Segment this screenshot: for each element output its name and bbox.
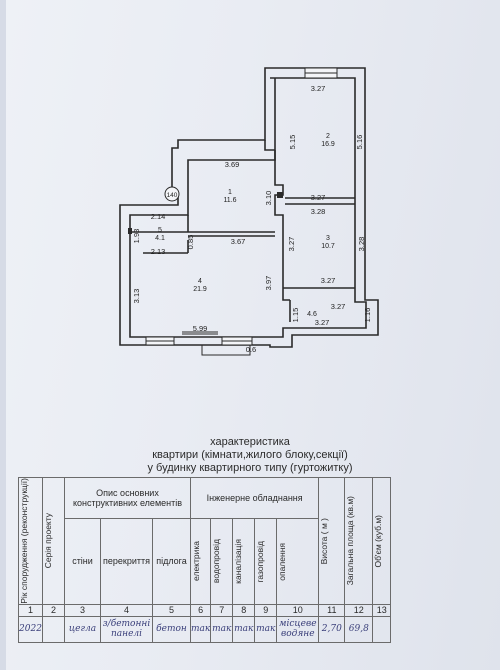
header-gas: газопровід (255, 540, 266, 583)
caption-line-1: характеристика (210, 436, 290, 448)
col-num: 10 (276, 603, 320, 617)
header-ceiling: перекриття (100, 518, 153, 605)
cell-total-area: 69,8 (344, 615, 374, 643)
cell-walls: цегла (64, 615, 101, 643)
col-num: 4 (100, 603, 153, 617)
header-water: водопровід (211, 539, 222, 584)
col-num: 9 (254, 603, 278, 617)
dim-room3-right: 3.28 (357, 237, 366, 252)
cell-electric: так (189, 615, 212, 643)
dim-left-upper: 5.15 (288, 135, 297, 150)
dim-door: 0.85 (186, 235, 195, 250)
header-heating: опалення (277, 542, 288, 581)
cell-series (42, 615, 65, 643)
room-5-area: 4.1 (155, 235, 165, 242)
header-series: Серія проекту (43, 513, 53, 569)
cell-volume (372, 615, 392, 643)
dim-room6-left: 1.15 (291, 308, 300, 323)
room-3-area: 10.7 (321, 243, 335, 250)
room-4-id: 4 (198, 278, 202, 285)
dim-room6-bottom: 3.27 (315, 318, 330, 327)
dim-room4-left: 3.13 (132, 289, 141, 304)
dim-room4-right: 3.97 (264, 276, 273, 291)
cell-gas: так (254, 615, 278, 643)
col-num: 7 (210, 603, 234, 617)
room-3-id: 3 (326, 235, 330, 242)
room-2-id: 2 (326, 133, 330, 140)
dim-room5-width: 2.14 (151, 212, 166, 221)
room-1-id: 1 (228, 189, 232, 196)
dim-right-upper: 5.16 (355, 135, 364, 150)
header-structure: Опис основних конструктивних елементів (64, 476, 191, 520)
dim-room6-top: 3.27 (331, 302, 346, 311)
cell-sewer: так (232, 615, 256, 643)
room-4-area: 21.9 (193, 286, 207, 293)
header-electric: електрика (191, 541, 201, 582)
col-num: 12 (344, 603, 374, 617)
header-engineering: Інженерне обладнання (189, 476, 320, 520)
dim-mid-top: 3.27 (311, 193, 326, 202)
col-num: 13 (372, 603, 392, 617)
dim-room3-bottom: 3.27 (321, 276, 336, 285)
header-year: Рік спорудження (реконструкції) (19, 478, 29, 604)
caption-line-2: квартири (кімнати,жилого блоку,секції) (152, 449, 348, 461)
cell-water: так (210, 615, 234, 643)
dim-corridor: 3.10 (264, 191, 273, 206)
dim-top: 3.27 (311, 84, 326, 93)
header-total-area: Загальна площа (кв.м) (345, 496, 356, 586)
cell-ceiling: з/бетонні панелі (100, 615, 153, 643)
header-walls: стіни (64, 518, 101, 605)
dim-room5-height: 1.93 (132, 229, 141, 244)
marker-label: 140 (167, 192, 178, 199)
col-num: 11 (318, 603, 346, 617)
characteristics-table: Рік спорудження (реконструкції) Серія пр… (18, 476, 392, 643)
dim-room4-bottom: 5.99 (193, 324, 208, 333)
dim-room6-right: 1.16 (363, 308, 372, 323)
dim-mid-bottom: 3.28 (311, 207, 326, 216)
cell-height: 2,70 (318, 615, 346, 643)
room-2-area: 16.9 (321, 141, 335, 148)
floor-plan: 140 2 16.9 1 11.6 3 10.7 4 21.9 5 4.1 4.… (119, 67, 379, 356)
marker-circle (164, 186, 180, 202)
col-num: 5 (152, 603, 191, 617)
cell-heating: місцеве водяне (276, 615, 320, 643)
dim-room1-width: 3.69 (225, 160, 240, 169)
col-num: 6 (189, 603, 212, 617)
caption-line-3: у будинку квартирного типу (гуртожитку) (147, 462, 353, 474)
col-num: 1 (18, 603, 43, 617)
header-volume: Об'єм (куб.м) (373, 514, 384, 568)
dim-room1-bottom: 3.67 (231, 237, 246, 246)
dim-room3-left: 3.27 (287, 237, 296, 252)
cell-year: 2022 (18, 615, 43, 643)
col-num: 2 (42, 603, 65, 617)
col-num: 8 (232, 603, 256, 617)
header-height: Висота ( м ) (319, 517, 330, 565)
header-sewer: каналізація (233, 538, 244, 584)
room-6-area: 4.6 (307, 311, 317, 318)
dim-balcony: 0.6 (246, 345, 256, 354)
header-floor: підлога (152, 518, 191, 605)
room-5-id: 5 (158, 227, 162, 234)
cell-floor: бетон (152, 615, 191, 643)
room-1-area: 11.6 (223, 197, 236, 204)
dim-room5-bottom: 2.13 (151, 247, 166, 256)
col-num: 3 (64, 603, 101, 617)
